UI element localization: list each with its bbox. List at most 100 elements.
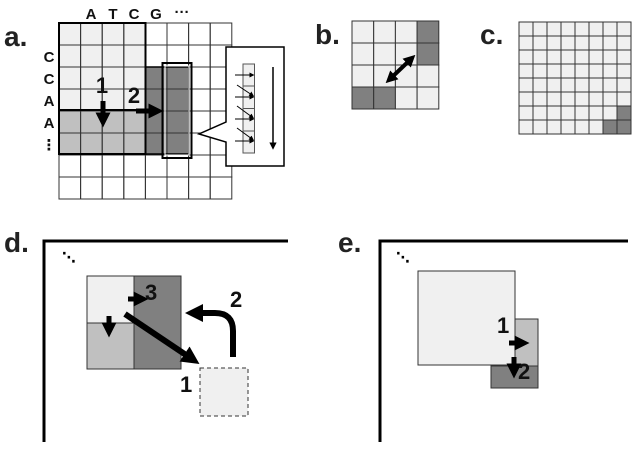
grid-cell xyxy=(616,77,632,93)
grid-cell xyxy=(602,49,618,65)
grid-cell xyxy=(101,176,125,200)
grid-cell xyxy=(351,20,375,44)
row-label: ⋮ xyxy=(42,137,57,154)
diagonal-double-arrow-icon xyxy=(385,54,416,84)
row-label: A xyxy=(44,93,55,110)
panel-label-c: c. xyxy=(480,19,503,50)
column-label: C xyxy=(129,6,140,23)
grid-cell xyxy=(518,77,534,93)
grid-cell xyxy=(532,119,548,135)
step-number: 3 xyxy=(145,280,157,305)
grid-cell xyxy=(394,86,418,110)
grid-cell xyxy=(574,35,590,51)
grid-cell xyxy=(416,64,440,88)
grid-cell xyxy=(574,105,590,121)
grid-cell xyxy=(616,49,632,65)
step-number: 1 xyxy=(96,73,108,98)
grid-cell xyxy=(560,63,576,79)
grid-cell xyxy=(123,154,146,178)
grid-cell xyxy=(602,119,618,135)
ellipsis-dots: ⋱ xyxy=(62,249,76,265)
grid-cell xyxy=(80,176,103,200)
ellipsis-dots: ⋱ xyxy=(396,249,410,265)
grid-cell xyxy=(602,105,618,121)
grid-cell xyxy=(532,77,548,93)
panel-label-a: a. xyxy=(4,21,27,52)
grid-cell xyxy=(166,22,190,46)
grid-cell xyxy=(518,119,534,135)
grid-cell xyxy=(166,176,190,200)
step-number: 2 xyxy=(128,83,140,108)
grid-cell xyxy=(188,176,211,200)
row-label: C xyxy=(44,49,55,66)
next-tile-dashed xyxy=(199,367,249,417)
grid-cell xyxy=(144,176,168,200)
grid-cell xyxy=(602,91,618,107)
grid-cell xyxy=(602,21,618,37)
grid-cell xyxy=(101,154,125,178)
grid-cell xyxy=(351,64,375,88)
grid-cell xyxy=(616,21,632,37)
grid-cell xyxy=(518,105,534,121)
grid-cell xyxy=(546,77,562,93)
grid-cell xyxy=(394,20,418,44)
tile-grid-8x8 xyxy=(518,21,632,135)
grid-cell xyxy=(546,91,562,107)
grid-cell xyxy=(574,119,590,135)
panel-label-d: d. xyxy=(4,227,29,258)
grid-cell xyxy=(416,20,440,44)
grid-cell xyxy=(602,63,618,79)
step-number: 2 xyxy=(230,287,242,312)
panel-b xyxy=(351,20,440,110)
step-number: 1 xyxy=(497,313,509,338)
grid-cell xyxy=(588,119,604,135)
grid-cell xyxy=(602,35,618,51)
grid-cell xyxy=(532,35,548,51)
grid-cell xyxy=(588,77,604,93)
grid-cell xyxy=(532,21,548,37)
grid-cell xyxy=(616,119,632,135)
cell-update-arrows xyxy=(235,72,255,144)
grid-cell xyxy=(518,21,534,37)
panel-c xyxy=(518,21,632,135)
column-label: G xyxy=(150,6,162,23)
panel-a: A T C G ··· C C A A ⋮ 1 2 xyxy=(42,4,285,200)
grid-cell xyxy=(188,22,211,46)
grid-cell xyxy=(351,86,375,110)
grid-cell xyxy=(209,22,233,46)
grid-cell xyxy=(560,35,576,51)
grid-cell xyxy=(588,21,604,37)
grid-cell xyxy=(518,63,534,79)
grid-cell xyxy=(58,176,82,200)
row-label: A xyxy=(44,115,55,132)
grid-cell xyxy=(144,22,168,46)
grid-cell xyxy=(574,77,590,93)
grid-cell xyxy=(351,42,375,66)
grid-cell xyxy=(546,119,562,135)
grid-cell xyxy=(560,77,576,93)
grid-cell xyxy=(209,176,233,200)
grid-cell xyxy=(574,49,590,65)
grid-cell xyxy=(532,49,548,65)
grid-cell xyxy=(373,20,396,44)
grid-cell xyxy=(518,35,534,51)
grid-cell xyxy=(546,21,562,37)
panel-label-b: b. xyxy=(315,19,340,50)
matrix-corner-axes xyxy=(378,239,628,442)
grid-cell xyxy=(560,21,576,37)
grid-cell xyxy=(518,49,534,65)
column-label: A xyxy=(86,6,97,23)
grid-cell xyxy=(373,86,396,110)
grid-cell xyxy=(560,119,576,135)
grid-cell xyxy=(58,154,82,178)
grid-cell xyxy=(532,105,548,121)
grid-cell xyxy=(574,21,590,37)
column-label: ··· xyxy=(175,4,190,21)
grid-cell xyxy=(416,42,440,66)
column-label: T xyxy=(108,6,117,23)
grid-cell xyxy=(588,91,604,107)
step-number: 2 xyxy=(518,359,530,384)
grid-cell xyxy=(574,91,590,107)
grid-cell xyxy=(518,91,534,107)
grid-cell xyxy=(532,63,548,79)
